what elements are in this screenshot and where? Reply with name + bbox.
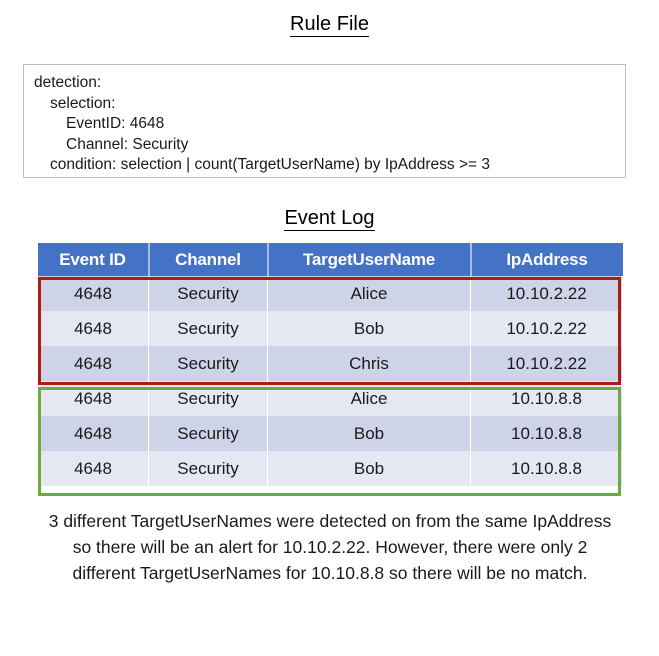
rule-line-channel: Channel: Security [66,135,189,153]
cell-channel: Security [148,346,268,381]
cell-target-user-name: Alice [267,276,471,311]
cell-ip-address: 10.10.2.22 [470,346,623,381]
table-header-row: Event ID Channel TargetUserName IpAddres… [37,243,623,276]
cell-event-id: 4648 [37,451,149,486]
column-header-channel: Channel [147,243,269,276]
rule-file-title: Rule File [0,12,659,37]
rule-file-title-text: Rule File [290,13,369,37]
cell-target-user-name: Bob [267,451,471,486]
event-log-title-text: Event Log [284,207,375,231]
cell-target-user-name: Bob [267,416,471,451]
table-row: 4648 Security Alice 10.10.2.22 [37,276,623,311]
column-header-target-user-name: TargetUserName [266,243,472,276]
cell-target-user-name: Bob [267,311,471,346]
cell-ip-address: 10.10.8.8 [470,416,623,451]
cell-ip-address: 10.10.2.22 [470,276,623,311]
cell-event-id: 4648 [37,276,149,311]
cell-channel: Security [148,416,268,451]
table-row: 4648 Security Bob 10.10.8.8 [37,451,623,486]
cell-event-id: 4648 [37,416,149,451]
cell-event-id: 4648 [37,346,149,381]
table-row: 4648 Security Bob 10.10.2.22 [37,311,623,346]
event-log-table-wrap: Event ID Channel TargetUserName IpAddres… [37,243,623,486]
table-row: 4648 Security Bob 10.10.8.8 [37,416,623,451]
cell-channel: Security [148,311,268,346]
cell-ip-address: 10.10.8.8 [470,451,623,486]
rule-line-detection: detection: [34,74,102,91]
cell-channel: Security [148,276,268,311]
cell-channel: Security [148,451,268,486]
event-log-title: Event Log [0,206,659,231]
cell-event-id: 4648 [37,381,149,416]
cell-target-user-name: Chris [267,346,471,381]
event-log-table: Event ID Channel TargetUserName IpAddres… [37,243,623,486]
column-header-ip-address: IpAddress [469,243,623,276]
column-header-event-id: Event ID [37,243,150,276]
explanation-caption: 3 different TargetUserNames were detecte… [48,511,612,583]
cell-ip-address: 10.10.8.8 [470,381,623,416]
table-row: 4648 Security Alice 10.10.8.8 [37,381,623,416]
rule-line-eventid: EventID: 4648 [66,115,165,132]
rule-file-box: detection: selection: EventID: 4648 Chan… [23,64,626,178]
cell-target-user-name: Alice [267,381,471,416]
cell-channel: Security [148,381,268,416]
rule-line-selection: selection: [50,94,116,112]
table-row: 4648 Security Chris 10.10.2.22 [37,346,623,381]
cell-ip-address: 10.10.2.22 [470,311,623,346]
rule-line-condition: condition: selection | count(TargetUserN… [50,156,490,173]
cell-event-id: 4648 [37,311,149,346]
